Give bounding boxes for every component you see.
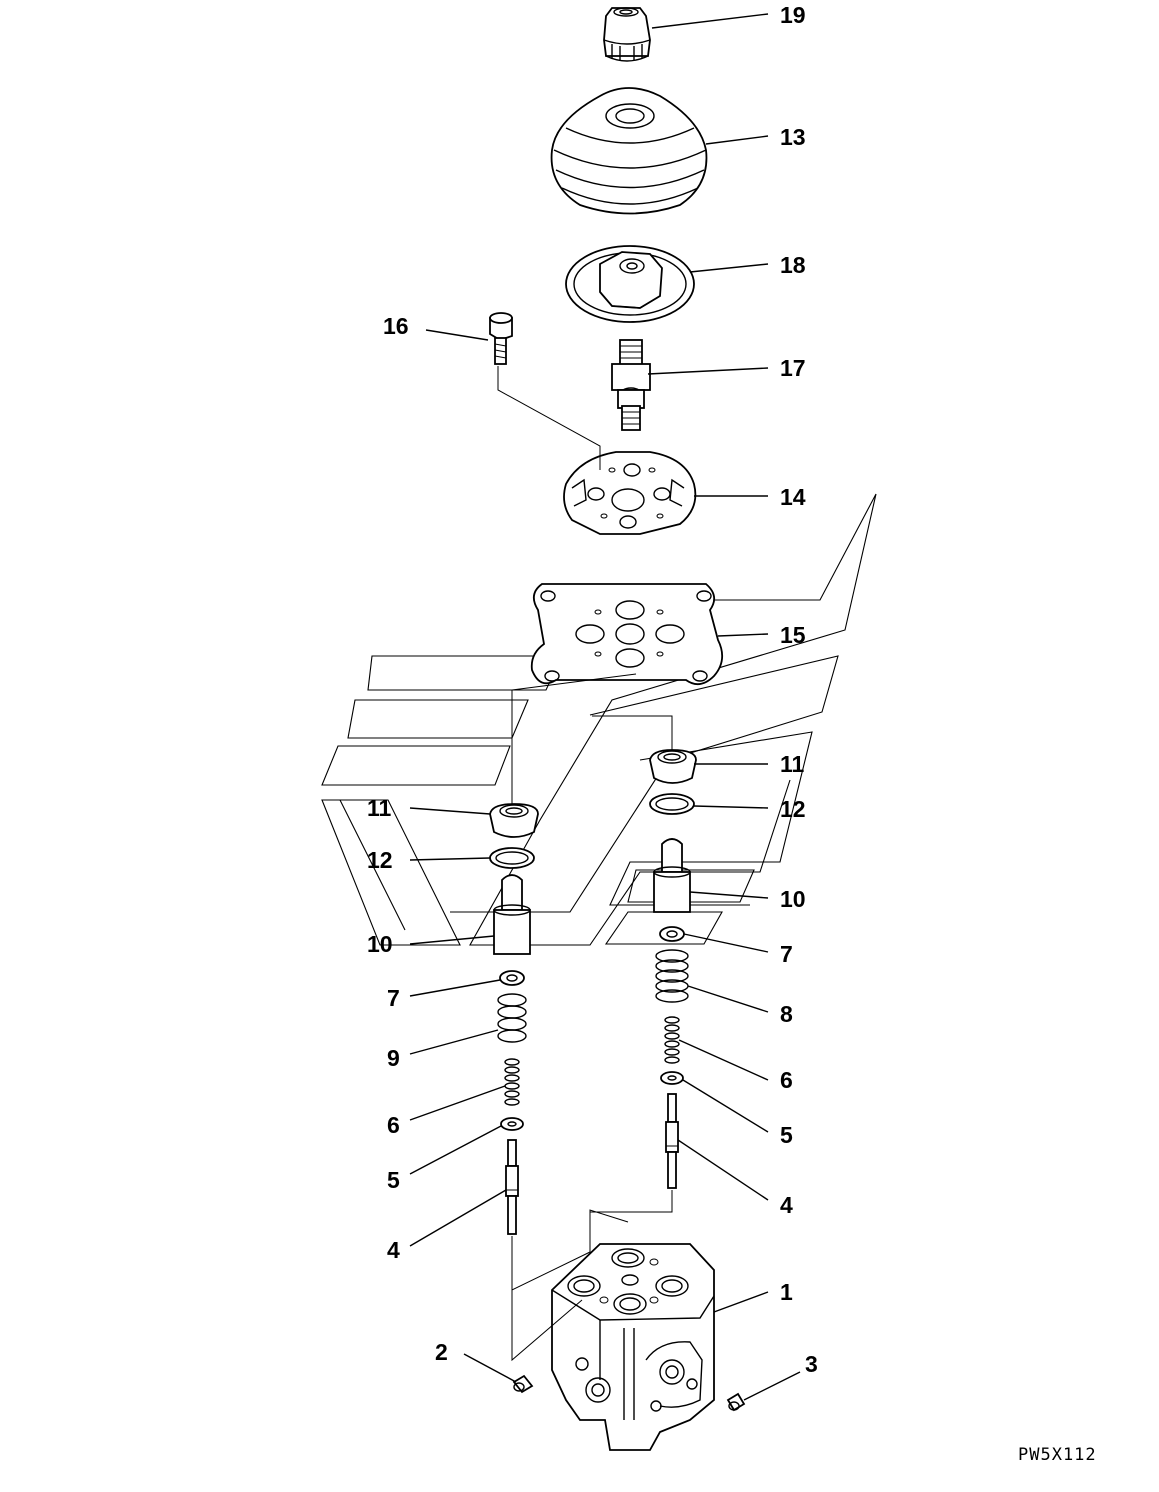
part-19-nut xyxy=(603,7,651,62)
assembly-lines xyxy=(497,366,673,1362)
callout-7-left: 7 xyxy=(387,985,400,1011)
callout-15: 15 xyxy=(780,622,806,648)
part-3-plug xyxy=(726,1392,746,1412)
callout-10-right: 10 xyxy=(780,886,806,912)
callout-5-left: 5 xyxy=(387,1167,400,1193)
callout-4-left: 4 xyxy=(387,1237,400,1263)
part-11-left-seal xyxy=(489,803,539,838)
callout-8-right: 8 xyxy=(780,1001,793,1027)
drawing-code: PW5X112 xyxy=(1018,1445,1097,1465)
part-16-bolt xyxy=(489,312,513,365)
part-13-boot xyxy=(550,87,708,215)
part-15-plate xyxy=(530,583,724,686)
callout-5-right: 5 xyxy=(780,1122,793,1148)
part-12-left-ring xyxy=(489,847,535,869)
part-8-right-spring xyxy=(655,949,689,1003)
callout-13: 13 xyxy=(780,124,806,150)
callout-11-left: 11 xyxy=(367,795,392,821)
part-17-joint xyxy=(611,339,651,431)
callout-labels: 19 13 18 16 17 14 15 11 11 12 12 10 10 7… xyxy=(367,2,818,1377)
callout-14: 14 xyxy=(780,484,806,510)
callout-2: 2 xyxy=(435,1339,448,1365)
part-1-valve-body xyxy=(551,1243,715,1451)
part-9-left-spring xyxy=(497,993,527,1043)
part-7-left-washer xyxy=(499,970,525,986)
part-6-right-spring xyxy=(664,1016,680,1064)
callout-6-right: 6 xyxy=(780,1067,793,1093)
callout-18: 18 xyxy=(780,252,806,278)
part-7-right-washer xyxy=(659,926,685,942)
part-10-left-piston xyxy=(493,874,531,955)
callout-9-left: 9 xyxy=(387,1045,400,1071)
part-4-right-spool xyxy=(665,1093,679,1189)
part-10-right-piston xyxy=(653,838,691,913)
callout-6-left: 6 xyxy=(387,1112,400,1138)
callout-4-right: 4 xyxy=(780,1192,793,1218)
part-11-right-seal xyxy=(649,749,697,784)
part-14-retainer xyxy=(563,451,697,535)
callout-12-right: 12 xyxy=(780,796,806,822)
callout-16: 16 xyxy=(383,313,409,339)
callout-1: 1 xyxy=(780,1279,793,1305)
callout-3: 3 xyxy=(805,1351,818,1377)
part-6-left-spring xyxy=(504,1058,520,1106)
part-2-plug xyxy=(512,1374,534,1394)
callout-11-right: 11 xyxy=(780,751,805,777)
part-12-right-ring xyxy=(649,793,695,815)
callout-17: 17 xyxy=(780,355,806,381)
callout-12-left: 12 xyxy=(367,847,393,873)
part-5-right-washer xyxy=(660,1071,684,1085)
part-18-plate xyxy=(565,245,695,323)
part-4-left-spool xyxy=(505,1139,519,1235)
watermark-logo xyxy=(321,493,877,946)
callout-7-right: 7 xyxy=(780,941,793,967)
callout-19: 19 xyxy=(780,2,806,28)
part-5-left-washer xyxy=(500,1117,524,1131)
leader-lines xyxy=(409,13,801,1401)
callout-10-left: 10 xyxy=(367,931,393,957)
